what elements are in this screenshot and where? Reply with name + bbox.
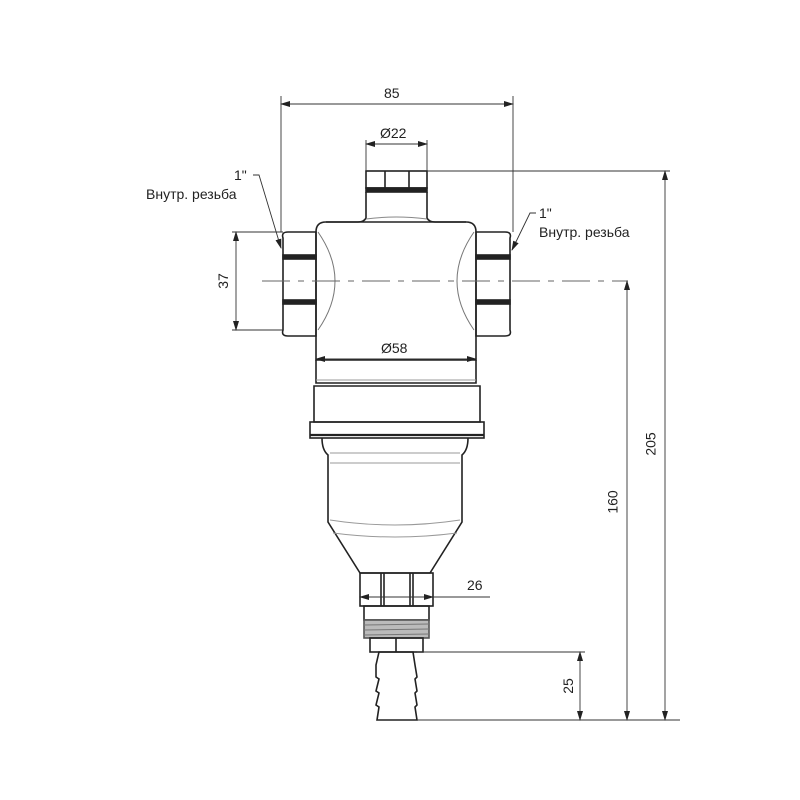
dim-overall-width: 85 xyxy=(384,85,400,101)
left-port-thread: Внутр. резьба xyxy=(146,186,237,202)
right-port-thread: Внутр. резьба xyxy=(539,224,630,240)
dim-port-height: 37 xyxy=(214,273,231,289)
left-port-size: 1" xyxy=(234,167,247,183)
drain-nut xyxy=(359,572,434,607)
right-port-size: 1" xyxy=(539,205,552,221)
dim-hose-length: 25 xyxy=(559,678,576,694)
top-nut xyxy=(365,170,428,189)
right-port-nut xyxy=(475,231,512,337)
dim-axis-to-bottom: 160 xyxy=(604,490,621,514)
dim-drain-nut-width: 26 xyxy=(467,577,483,593)
dim-body-diameter: Ø58 xyxy=(381,340,408,356)
dim-top-nut-diameter: Ø22 xyxy=(380,125,407,141)
left-port-nut xyxy=(281,231,317,337)
hose-barb xyxy=(375,651,418,721)
dim-overall-height: 205 xyxy=(642,432,659,456)
